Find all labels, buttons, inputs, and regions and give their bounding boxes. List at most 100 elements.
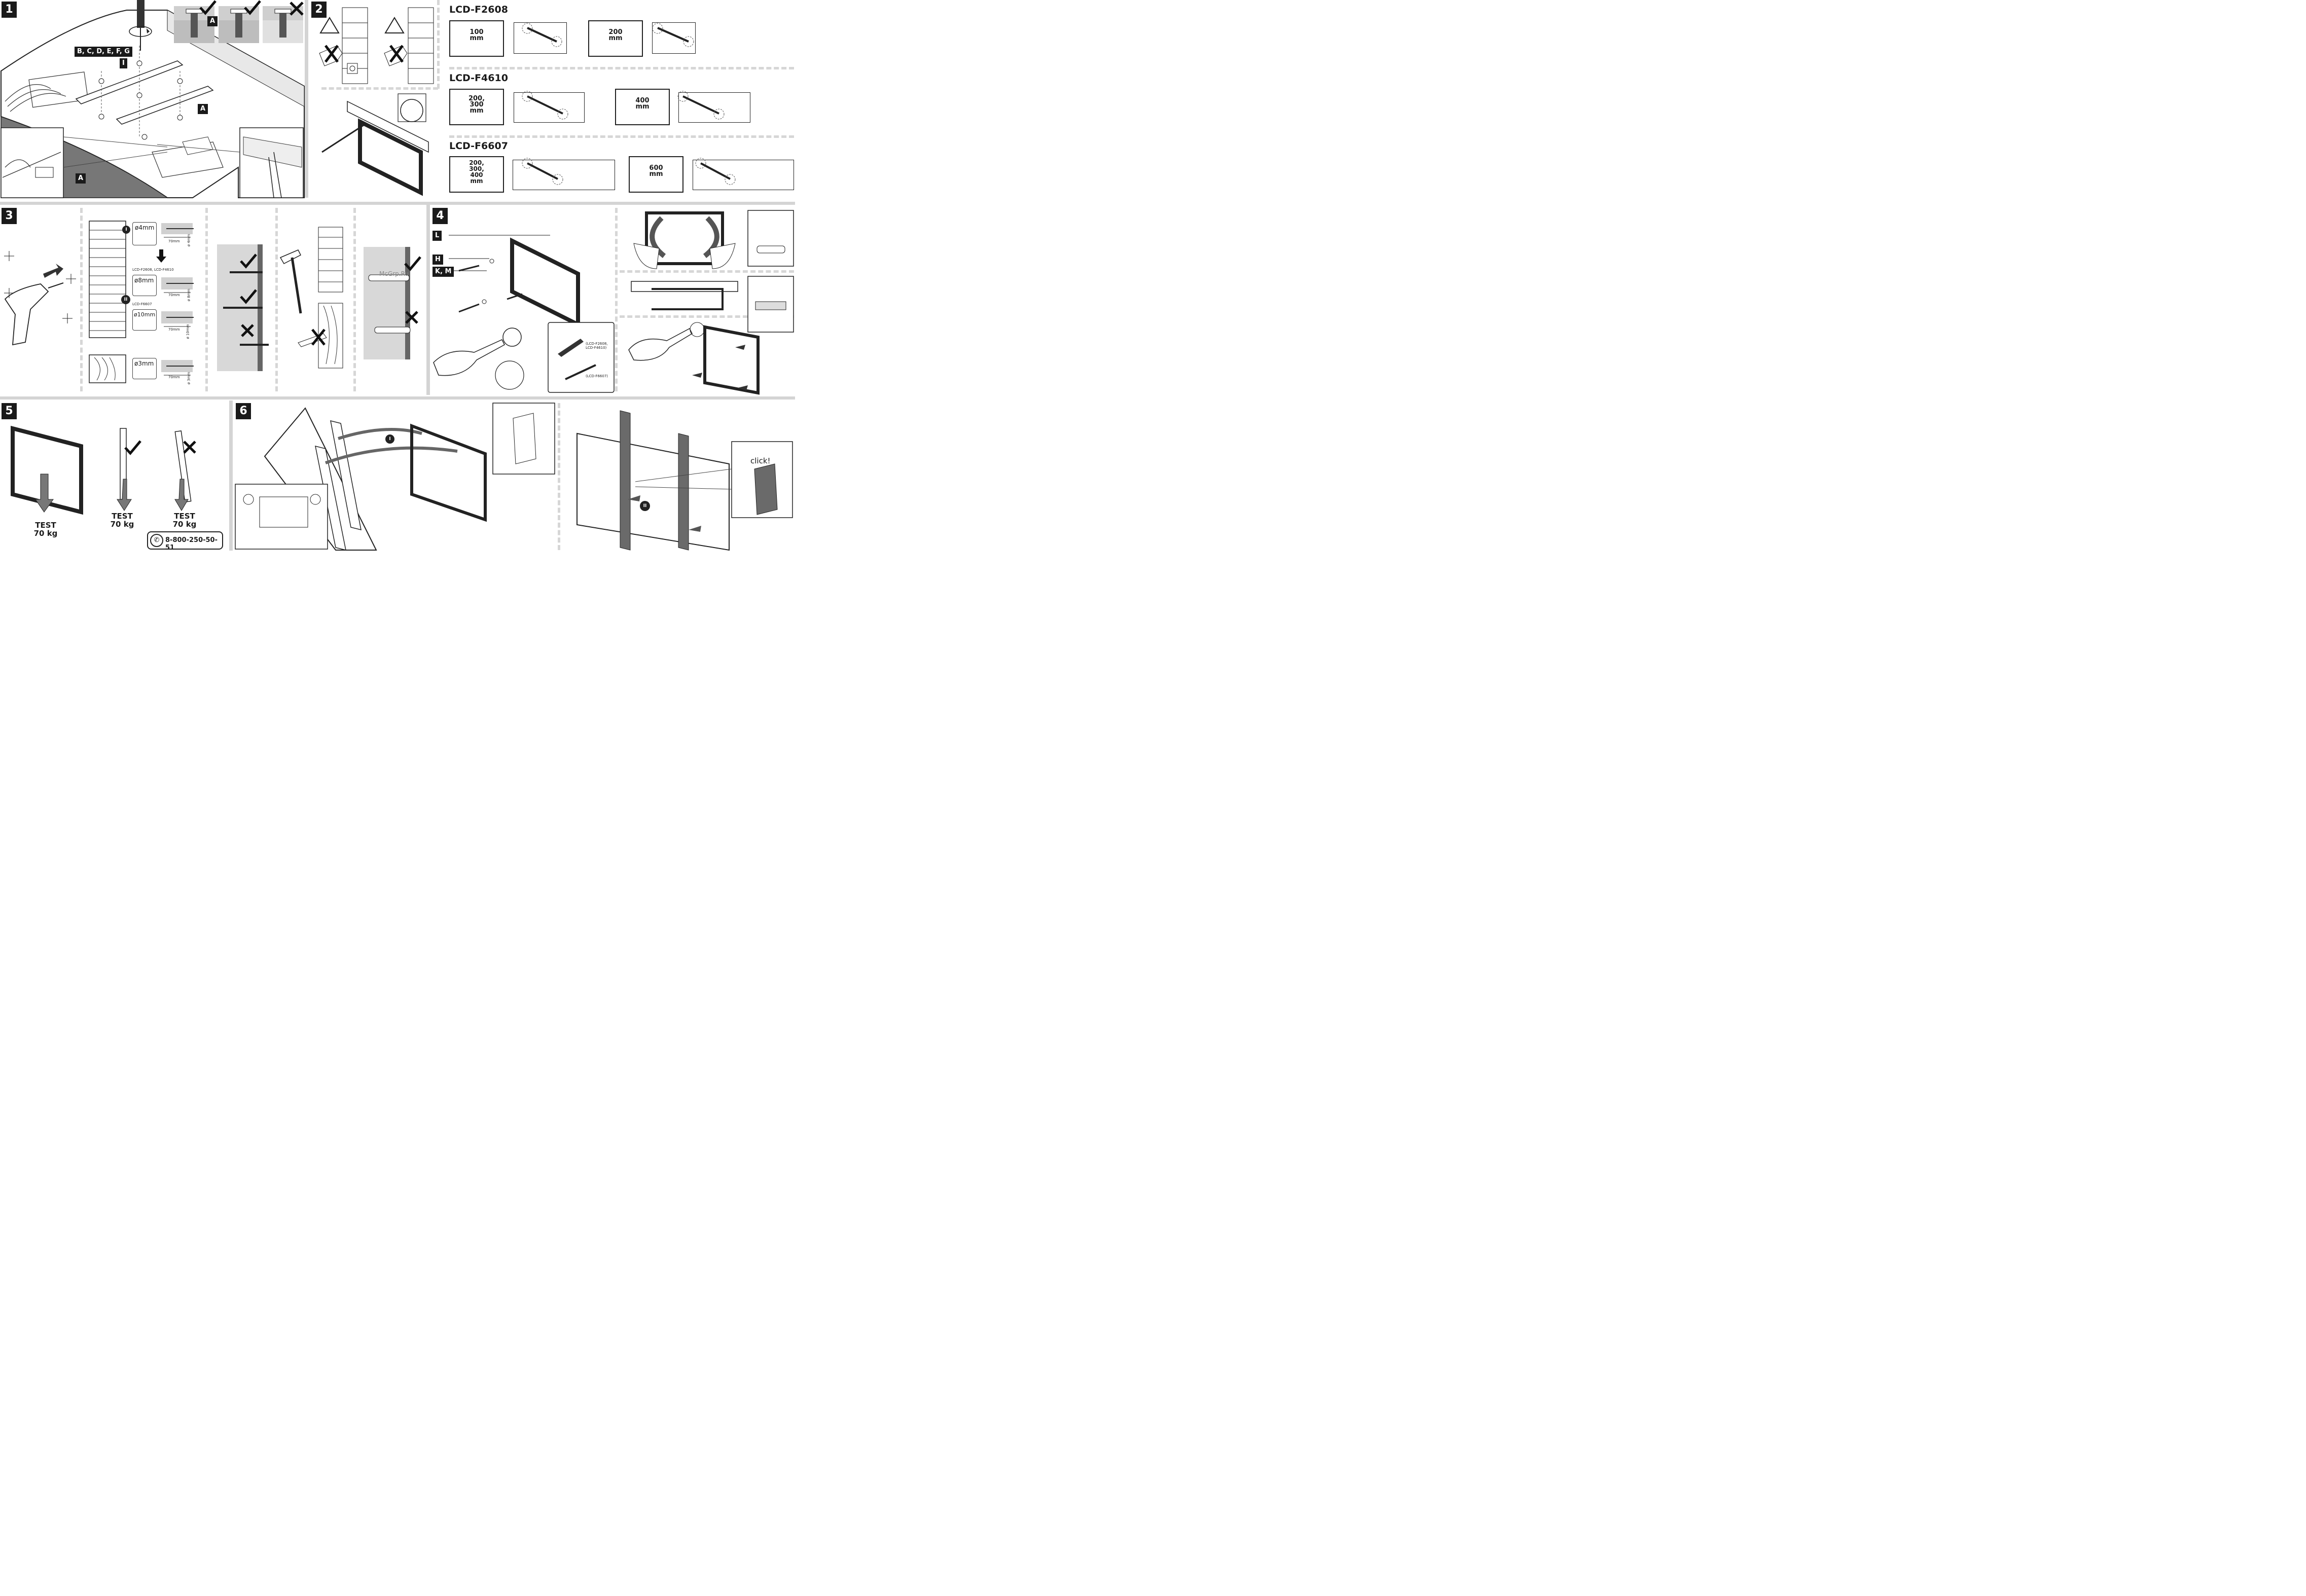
leveling-illustration <box>628 210 794 395</box>
anchor-depth-illustration <box>364 247 411 359</box>
diameter-label: ø 3mm <box>187 372 191 385</box>
drill-size-label: ø3mm <box>134 360 154 367</box>
test-title: TEST <box>174 512 195 521</box>
phone-icon: ✆ <box>150 534 163 547</box>
drill-illustration <box>4 251 76 346</box>
label-l: L <box>433 231 442 241</box>
divider-4a <box>615 208 618 391</box>
vesa-size-label: 600 mm <box>645 165 667 182</box>
marker-i: I <box>385 434 394 444</box>
divider-4b <box>620 270 794 273</box>
step-number-5: 5 <box>2 403 17 419</box>
divider-1-2 <box>305 0 308 198</box>
vesa-pattern-box: 200 mm <box>588 20 643 57</box>
tv-back-illustration <box>1 0 305 198</box>
drill-size-label: ø10mm <box>134 311 156 318</box>
hole-marker-i: I <box>122 226 130 234</box>
vesa-pattern-box: 200, 300 mm <box>449 89 504 125</box>
label-k-m: K, M <box>433 267 454 277</box>
arrow-down-icon <box>156 249 166 263</box>
test-weight: 70 kg <box>33 529 58 538</box>
wall-warning-illustration <box>319 7 434 84</box>
divider-6-inner <box>558 403 560 550</box>
test-weight: 70 kg <box>172 520 197 529</box>
step-number-4: 4 <box>433 208 448 224</box>
test-title: TEST <box>35 521 56 530</box>
divider-models-1 <box>449 67 794 69</box>
drill-bit-spec: ø8mm <box>132 275 157 296</box>
diameter-label: ø 10mm <box>186 324 190 339</box>
step-number-6: 6 <box>236 403 251 419</box>
check-icon <box>124 440 141 455</box>
divider-row1-row2 <box>0 202 795 205</box>
check-icon <box>240 289 257 304</box>
drill-size-label: ø4mm <box>135 224 155 231</box>
model-note-f2608-f4610: LCD-F2608, LCD-F4610 <box>132 268 174 272</box>
divider-2-horiz <box>321 87 438 90</box>
drill-bit-spec: ø3mm <box>132 358 157 379</box>
model-name-f6607: LCD-F6607 <box>449 140 508 152</box>
vesa-size-label: 200, 300 mm <box>465 95 488 117</box>
divider-3c <box>275 208 278 391</box>
step-number-2: 2 <box>311 2 327 18</box>
label-h: H <box>433 255 443 265</box>
step-number-1: 1 <box>2 2 17 18</box>
depth-label: 70mm <box>168 328 180 332</box>
divider-4c <box>620 315 794 318</box>
label-i: I <box>120 58 127 68</box>
support-phone-badge: ✆ 8-800-250-50-51 <box>147 531 223 552</box>
tool-note-wrench: (LCD-F6607) <box>586 374 608 378</box>
test-title: TEST <box>112 512 133 521</box>
cross-icon <box>241 324 254 337</box>
check-icon <box>404 256 421 271</box>
vesa-pattern-box: 400 mm <box>615 89 670 125</box>
hole-marker-ii: II <box>121 295 130 304</box>
load-test-illustration <box>11 425 192 515</box>
tv-hanging-illustration <box>235 403 555 551</box>
divider-3b <box>205 208 208 391</box>
divider-3d <box>353 208 356 391</box>
marker-ii: II <box>640 501 650 511</box>
label-a-detail: A <box>76 173 86 184</box>
model-note-f6607: LCD-F6607 <box>132 302 152 306</box>
vesa-pattern-box: 200, 300, 400 mm <box>449 156 504 193</box>
depth-label: 70mm <box>168 293 180 297</box>
vesa-pattern-box: 100 mm <box>449 20 504 57</box>
diameter-label: ø 4mm <box>187 234 191 247</box>
cross-icon <box>405 311 418 324</box>
screw-depth-illustration <box>217 244 269 371</box>
divider-row2-row3 <box>0 396 795 400</box>
model-name-f2608: LCD-F2608 <box>449 4 508 15</box>
wood-illustration <box>89 354 126 383</box>
check-icon <box>199 0 217 15</box>
phone-number: 8-800-250-50-51 <box>165 536 218 552</box>
check-icon <box>240 253 257 269</box>
drill-bit-spec: ø4mm <box>132 222 157 245</box>
depth-label: 70mm <box>168 375 180 379</box>
divider-5-6 <box>229 401 233 551</box>
vesa-size-label: 100 mm <box>465 29 488 46</box>
brick-wall-illustration <box>89 221 126 338</box>
drill-size-label: ø8mm <box>134 277 154 284</box>
divider-3a <box>80 208 83 391</box>
wall-plate-illustration <box>433 235 615 393</box>
level-frame-illustration <box>321 93 429 196</box>
cross-icon <box>290 2 304 16</box>
divider-3-4 <box>426 205 430 395</box>
depth-label: 70mm <box>168 239 180 243</box>
label-a-inset: A <box>207 16 218 26</box>
vesa-size-label: 400 mm <box>631 97 654 114</box>
diameter-label: ø 8mm <box>187 288 191 302</box>
label-a-bracket: A <box>198 104 208 114</box>
bracket-diagram <box>678 92 750 123</box>
vesa-size-label: 200 mm <box>604 29 627 46</box>
tv-click-illustration <box>576 410 793 551</box>
drill-depth-diagrams <box>161 223 194 376</box>
vesa-size-label: 200, 300, 400 mm <box>465 160 488 188</box>
bracket-diagram <box>693 160 794 190</box>
divider-2-inner <box>437 0 440 89</box>
check-icon <box>244 0 261 15</box>
